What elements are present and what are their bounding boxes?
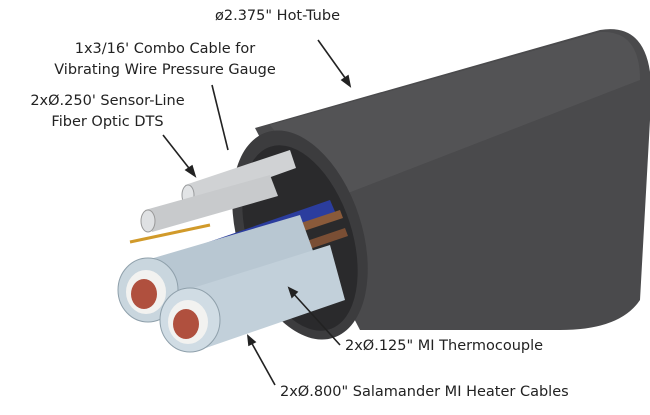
leader-lines [162, 39, 352, 386]
combo-cable-label-line2: Vibrating Wire Pressure Gauge [54, 62, 276, 78]
thermocouple-label: 2xØ.125" MI Thermocouple [345, 338, 544, 354]
fiber-optic-tubes [140, 150, 296, 233]
sensor-line-label-line2: Fiber Optic DTS [51, 114, 164, 130]
heater-cables [117, 215, 345, 353]
sensor-line-label-line1: 2xØ.250' Sensor-Line [30, 93, 185, 109]
heater-cables-label: 2xØ.800" Salamander MI Heater Cables [280, 384, 569, 400]
hot-tube-label: ø2.375" Hot-Tube [215, 8, 340, 24]
combo-cable-label-line1: 1x3/16' Combo Cable for [74, 41, 256, 57]
